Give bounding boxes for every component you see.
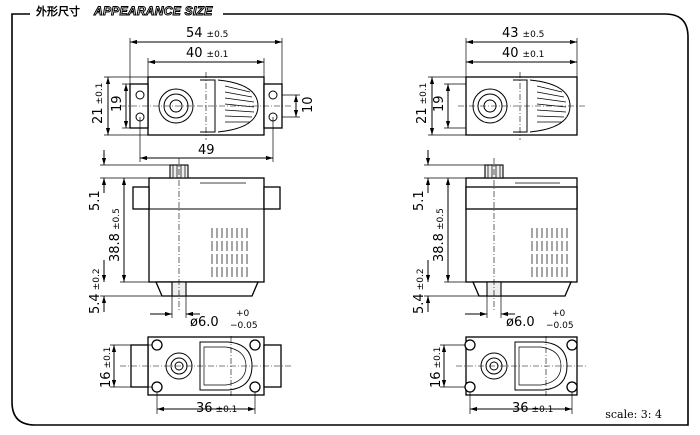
left-vent-grid — [211, 228, 248, 277]
dim-tolerance: ±0.1 — [216, 405, 238, 415]
dim-label: ø6.0 — [506, 315, 535, 330]
right-top-view — [428, 38, 586, 140]
svg-text:36±0.1: 36±0.1 — [196, 401, 237, 416]
dim-label: 5.1 — [412, 190, 427, 211]
title-chinese: 外形尺寸 — [36, 5, 80, 18]
dim-label: 49 — [198, 143, 215, 158]
dim-tolerance: ±0.2 — [416, 268, 426, 290]
dim-tolerance: +0 — [552, 309, 566, 319]
dim-tolerance: −0.05 — [546, 321, 574, 331]
left-servo-drawing — [100, 38, 300, 414]
dim-tolerance: ±0.5 — [207, 30, 229, 40]
svg-text:21±0.1: 21 ±0.1 — [415, 83, 430, 124]
dim-label: 43 — [502, 26, 519, 41]
dim-label: 36 — [512, 401, 529, 416]
dim-label: 40 — [186, 46, 203, 61]
dim-label: 19 — [110, 95, 125, 112]
dim-label: 40 — [502, 46, 519, 61]
dim-label: 5.4 — [412, 293, 427, 314]
left-side-view — [100, 150, 281, 318]
dim-tolerance: ±0.1 — [523, 50, 545, 60]
dim-label: 38.8 — [108, 233, 123, 262]
svg-text:54±0.5: 54 ±0.5 — [186, 26, 228, 41]
right-servo-drawing — [424, 38, 586, 414]
dim-label: 16 — [99, 371, 114, 388]
svg-text:16±0.1: 16 ±0.1 — [99, 347, 114, 388]
svg-text:40±0.1: 40 ±0.1 — [502, 46, 544, 61]
dim-label: 10 — [301, 96, 316, 113]
dim-label: 21 — [91, 107, 106, 124]
right-vent-grid — [531, 228, 568, 277]
svg-text:5.4±0.2: 5.4 ±0.2 — [412, 268, 427, 314]
dim-label: 5.1 — [88, 190, 103, 211]
dim-label: 38.8 — [432, 233, 447, 262]
left-top-view — [104, 38, 300, 162]
dim-tolerance: ±0.1 — [419, 83, 429, 105]
dim-tolerance: ±0.2 — [92, 268, 102, 290]
dim-tolerance: ±0.5 — [523, 30, 545, 40]
dim-label: 36 — [196, 401, 213, 416]
svg-text:40±0.1: 40 ±0.1 — [186, 46, 228, 61]
svg-text:16±0.1: 16 ±0.1 — [429, 347, 444, 388]
dim-tolerance: ±0.1 — [433, 347, 443, 369]
title-english: APPEARANCE SIZE — [94, 4, 213, 19]
dim-label: 16 — [429, 371, 444, 388]
dim-tolerance: ±0.5 — [436, 208, 446, 230]
drawing-title: 外形尺寸 APPEARANCE SIZE — [30, 3, 223, 19]
scale-note: scale: 3: 4 — [605, 408, 662, 421]
dim-tolerance: ±0.1 — [103, 347, 113, 369]
svg-text:38.8±0.5: 38.8 ±0.5 — [432, 208, 447, 262]
drawing-frame — [11, 13, 689, 426]
dim-tolerance: ±0.5 — [112, 208, 122, 230]
dim-label: 19 — [432, 95, 447, 112]
dim-tolerance: +0 — [236, 309, 250, 319]
right-side-view — [424, 150, 578, 318]
dim-tolerance: ±0.1 — [207, 50, 229, 60]
dim-tolerance: −0.05 — [230, 321, 258, 331]
dim-label: ø6.0 — [190, 315, 219, 330]
right-bottom-view — [440, 336, 586, 414]
dim-tolerance: ±0.1 — [95, 83, 105, 105]
svg-text:36±0.1: 36±0.1 — [512, 401, 553, 416]
svg-text:21±0.1: 21 ±0.1 — [91, 83, 106, 124]
dim-tolerance: ±0.1 — [532, 405, 554, 415]
svg-text:43±0.5: 43 ±0.5 — [502, 26, 544, 41]
dim-label: 21 — [415, 107, 430, 124]
dim-label: 54 — [186, 26, 203, 41]
dim-label: 5.4 — [88, 293, 103, 314]
svg-text:38.8±0.5: 38.8 ±0.5 — [108, 208, 123, 262]
left-bottom-view — [110, 336, 292, 414]
svg-text:5.4±0.2: 5.4 ±0.2 — [88, 268, 103, 314]
